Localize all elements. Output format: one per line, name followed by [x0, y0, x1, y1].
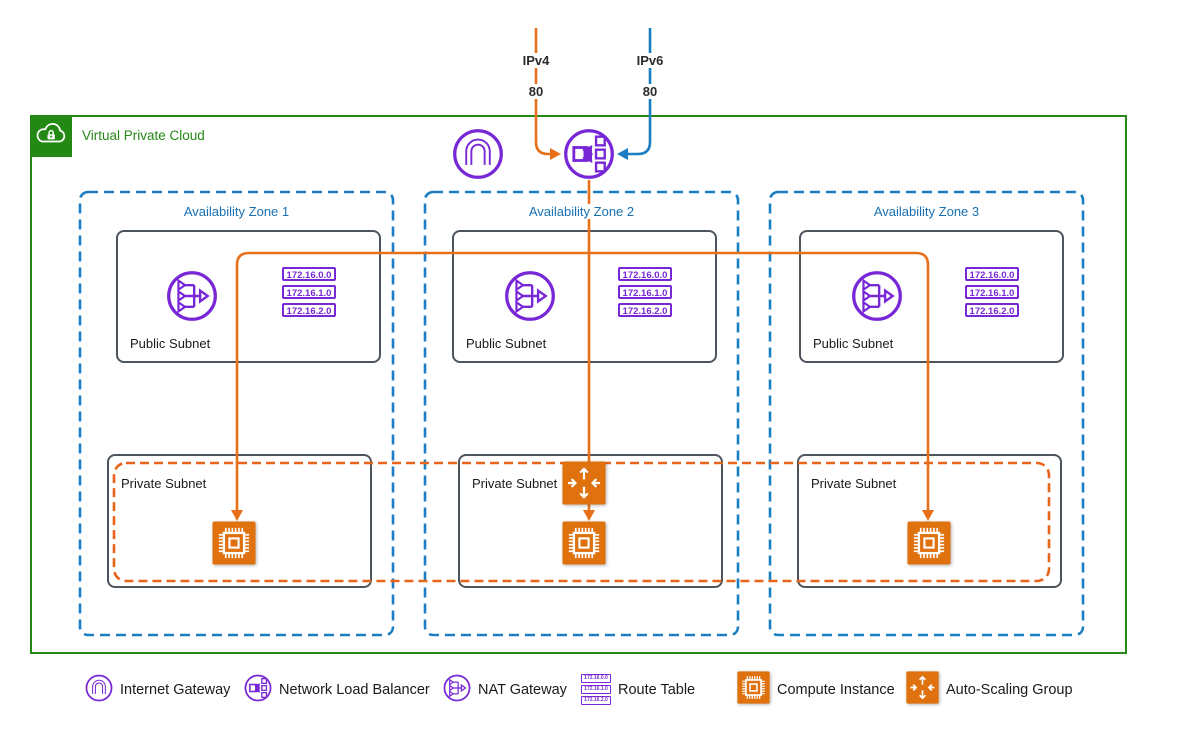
- auto-scaling-group-icon: [562, 461, 606, 510]
- route-table-row: 172.16.0.0: [618, 267, 672, 281]
- az2-label: Availability Zone 2: [425, 204, 738, 219]
- auto-scaling-group-icon: [906, 671, 939, 709]
- internet-gateway-icon: [85, 674, 113, 707]
- legend-item-network-load-balancer: Network Load Balancer: [244, 668, 430, 712]
- route-table-row: 172.16.2.0: [282, 303, 336, 317]
- route-table-row: 172.16.2.0: [618, 303, 672, 317]
- compute-instance-icon: [907, 521, 951, 570]
- az3-label: Availability Zone 3: [770, 204, 1083, 219]
- route-table-row: 172.16.1.0: [965, 285, 1019, 299]
- legend-label: Route Table: [618, 682, 696, 698]
- az1-label: Availability Zone 1: [80, 204, 393, 219]
- private-subnet-label: Private Subnet: [472, 476, 558, 491]
- az2-public-subnet: Public Subnet: [452, 230, 717, 363]
- legend-label: Internet Gateway: [120, 682, 231, 698]
- private-subnet-label: Private Subnet: [121, 476, 207, 491]
- az3-public-subnet: Public Subnet: [799, 230, 1064, 363]
- legend-item-auto-scaling-group: Auto-Scaling Group: [906, 668, 1073, 712]
- ipv6-label: IPv6: [633, 53, 667, 68]
- legend-label: Auto-Scaling Group: [946, 682, 1073, 698]
- vpc-label: Virtual Private Cloud: [82, 128, 205, 143]
- nat-gateway-icon: [166, 270, 218, 327]
- route-table: 172.16.0.0 172.16.1.0 172.16.2.0: [618, 267, 672, 321]
- legend-label: Network Load Balancer: [279, 682, 430, 698]
- legend-item-internet-gateway: Internet Gateway: [85, 668, 230, 712]
- legend-label: Compute Instance: [777, 682, 895, 698]
- legend-item-nat-gateway: NAT Gateway: [443, 668, 567, 712]
- public-subnet-label: Public Subnet: [466, 336, 547, 351]
- route-table-row: 172.16.2.0: [965, 303, 1019, 317]
- compute-instance-icon: [562, 521, 606, 570]
- route-table: 172.16.0.0 172.16.1.0 172.16.2.0: [282, 267, 336, 321]
- internet-gateway-icon: [452, 128, 504, 185]
- route-table-icon: 172.16.0.0 172.16.1.0 172.16.2.0: [581, 673, 611, 707]
- ipv4-port-label: 80: [525, 84, 547, 99]
- legend-label: NAT Gateway: [478, 682, 567, 698]
- nat-gateway-icon: [851, 270, 903, 327]
- route-table-row: 172.16.0.0: [282, 267, 336, 281]
- ipv6-port-label: 80: [639, 84, 661, 99]
- network-load-balancer-icon: [563, 128, 615, 185]
- public-subnet-label: Public Subnet: [813, 336, 894, 351]
- vpc-boundary: [30, 115, 1127, 654]
- nat-gateway-icon: [504, 270, 556, 327]
- legend-item-compute-instance: Compute Instance: [737, 668, 895, 712]
- az1-public-subnet: Public Subnet: [116, 230, 381, 363]
- nat-gateway-icon: [443, 674, 471, 707]
- route-table-row: 172.16.0.0: [965, 267, 1019, 281]
- route-table-row: 172.16.1.0: [282, 285, 336, 299]
- compute-instance-icon: [737, 671, 770, 709]
- compute-instance-icon: [212, 521, 256, 570]
- network-load-balancer-icon: [244, 674, 272, 707]
- route-table: 172.16.0.0 172.16.1.0 172.16.2.0: [965, 267, 1019, 321]
- public-subnet-label: Public Subnet: [130, 336, 211, 351]
- route-table-row: 172.16.1.0: [618, 285, 672, 299]
- vpc-cloud-lock-icon: [30, 115, 72, 157]
- legend-item-route-table: 172.16.0.0 172.16.1.0 172.16.2.0 Route T…: [581, 668, 695, 712]
- ipv4-label: IPv4: [519, 53, 553, 68]
- private-subnet-label: Private Subnet: [811, 476, 897, 491]
